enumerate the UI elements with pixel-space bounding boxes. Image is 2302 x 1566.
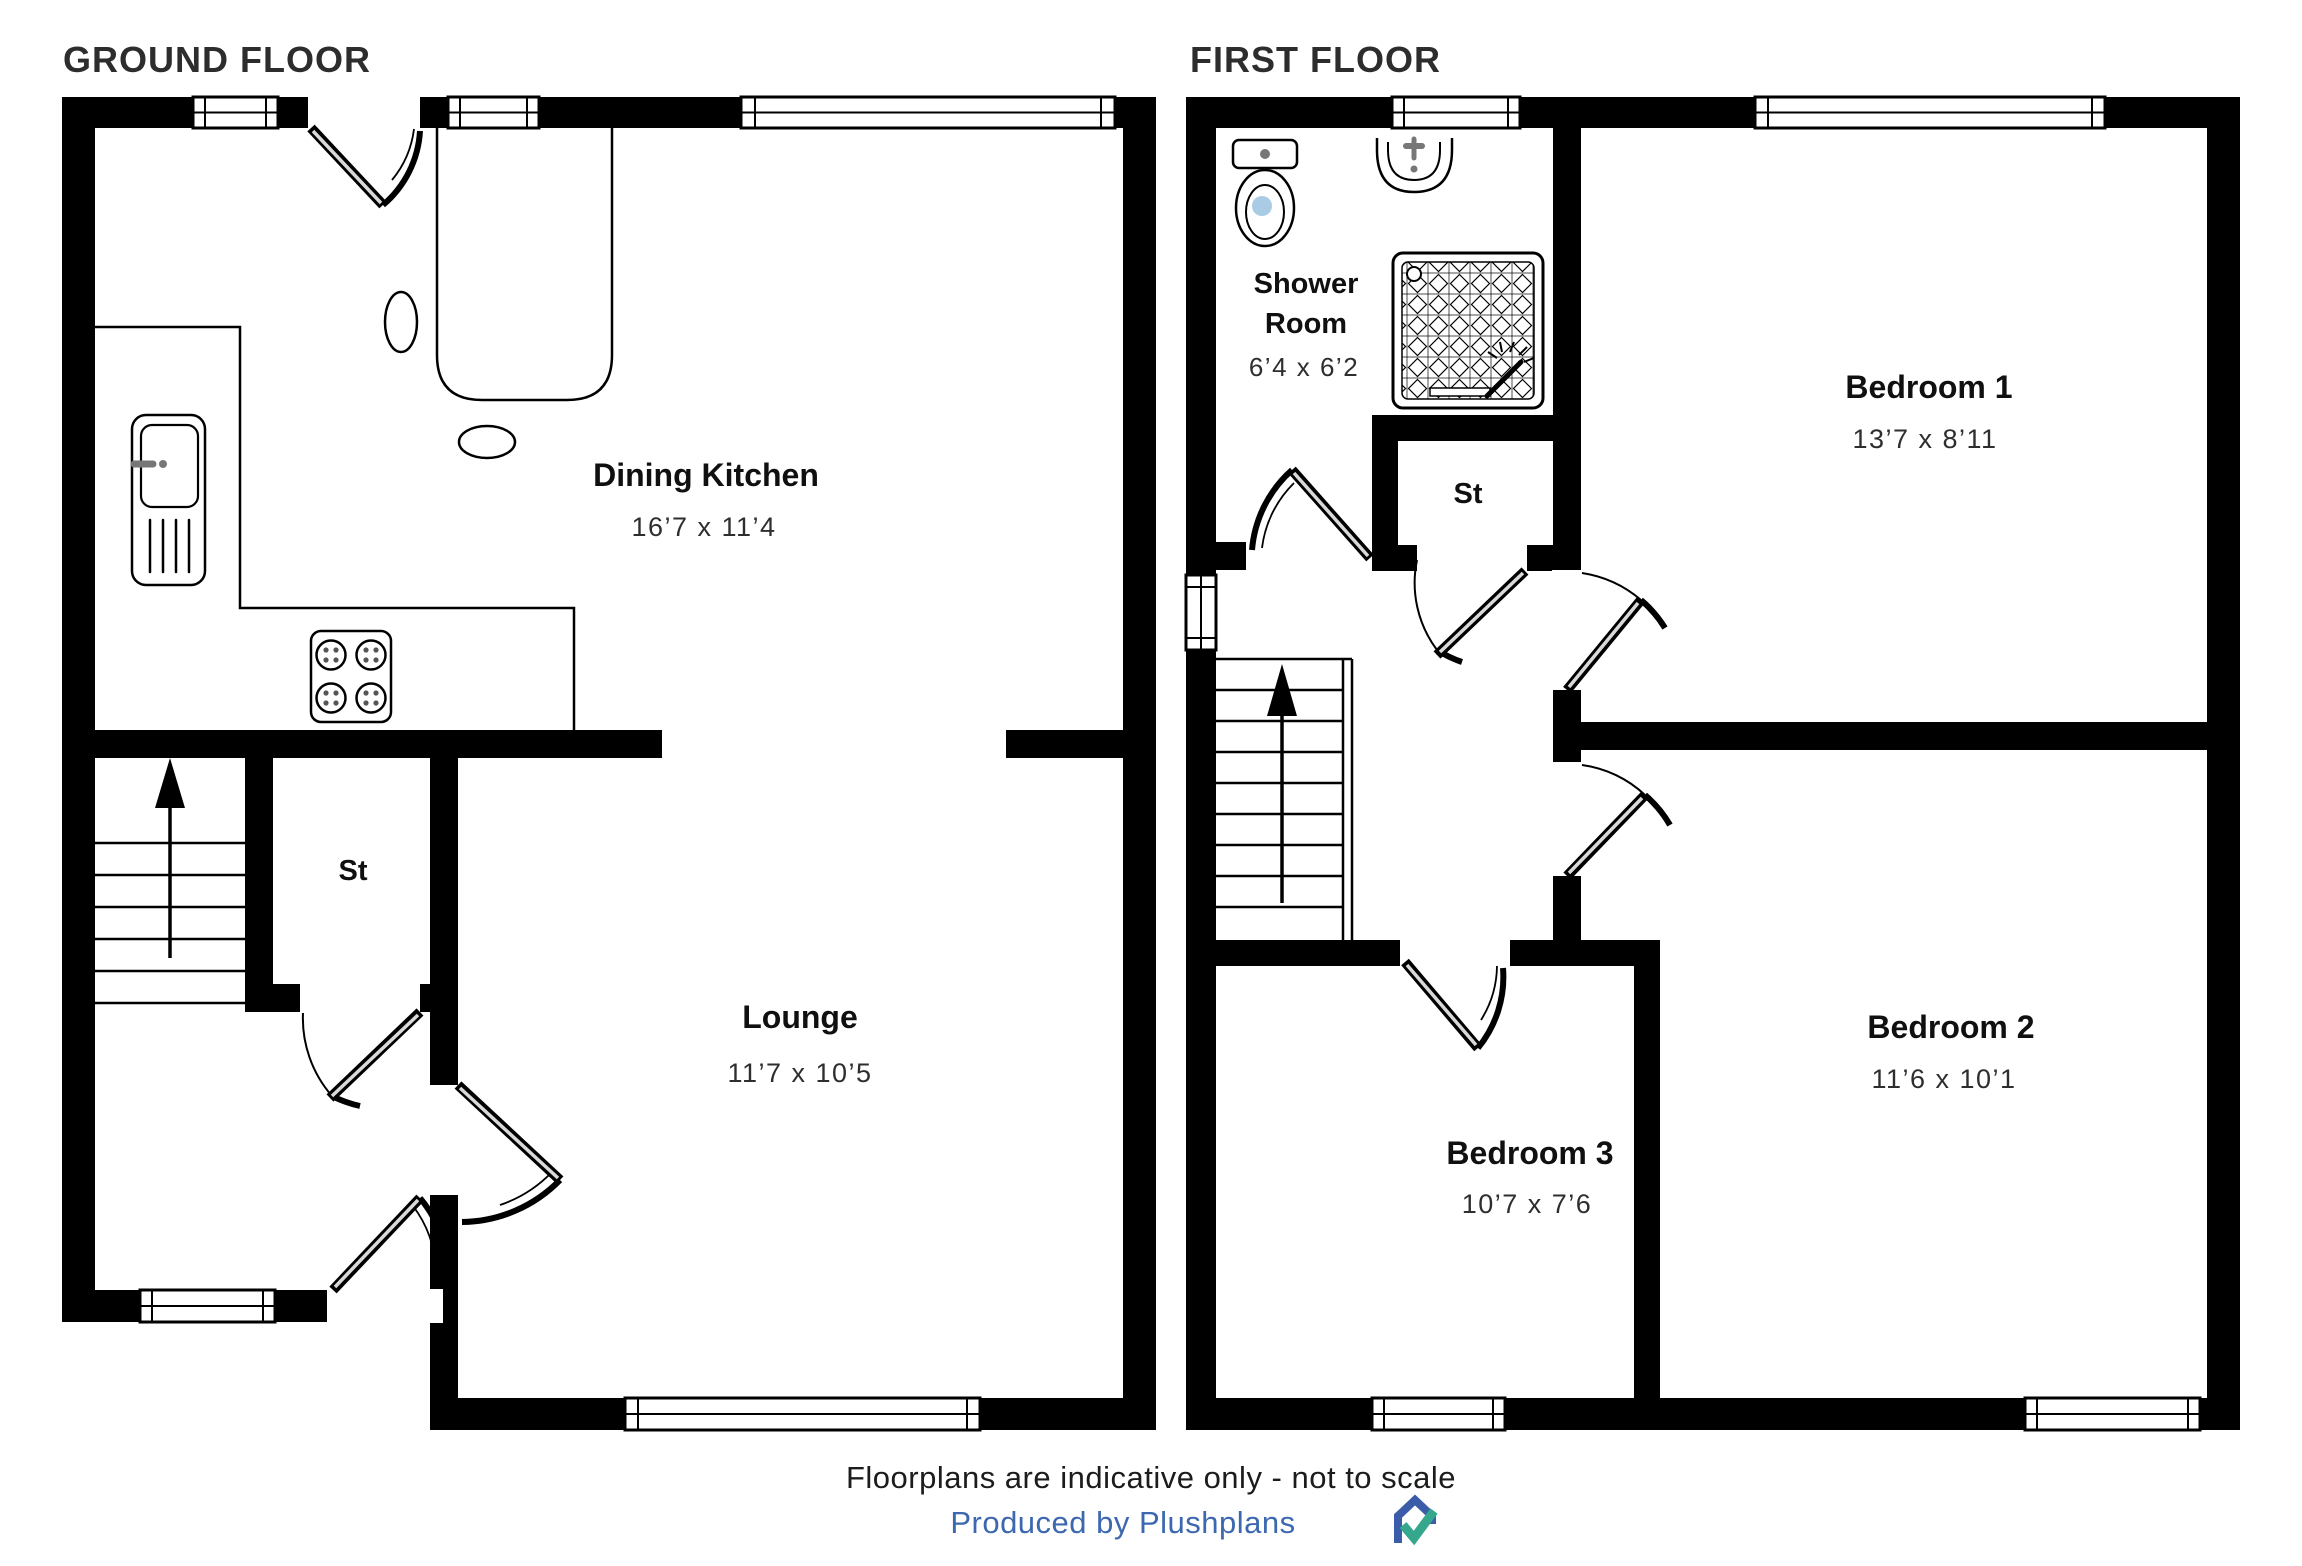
room-dims: 11’7 x 10’5: [727, 1058, 872, 1088]
storage-door-icon: [301, 1008, 424, 1109]
toilet-icon: [1231, 138, 1299, 248]
ground-floor-door-openings: [300, 96, 459, 1323]
storage-door-icon: [1413, 559, 1529, 665]
first-floor-walls: [1186, 97, 2240, 1430]
window: [138, 1288, 277, 1324]
disclaimer-text: Floorplans are indicative only - not to …: [846, 1460, 1456, 1495]
bedroom3-door-icon: [1401, 958, 1507, 1052]
room-dims: 16’7 x 11’4: [631, 512, 776, 542]
window: [446, 95, 541, 130]
bedroom2-door-icon: [1563, 764, 1673, 880]
basin-icon: [1375, 136, 1454, 194]
first-floor-fixtures: [1231, 136, 1545, 410]
tall-unit-icon: [435, 127, 614, 402]
first-floor-door-openings: [1400, 544, 1582, 967]
ground-floor-title: GROUND FLOOR: [63, 39, 371, 80]
room-dims: 10’7 x 7’6: [1462, 1189, 1593, 1219]
first-floor-stairs-icon: [1216, 657, 1354, 940]
window: [2023, 1396, 2202, 1432]
shower-head-icon: [1484, 341, 1535, 399]
ground-floor-stairs-icon: [95, 758, 245, 1005]
ground-floor-fixtures: [95, 127, 614, 730]
ground-floor-walls: [62, 97, 1156, 1430]
room-label: Bedroom 3: [1446, 1135, 1613, 1171]
ground-floor-plan: GROUND FLOOR: [62, 39, 1156, 1432]
room-dims: 6’4 x 6’2: [1249, 352, 1359, 382]
produced-by-text: Produced by Plushplans: [950, 1505, 1295, 1540]
first-floor-plan: FIRST FLOOR: [1184, 39, 2240, 1432]
window: [739, 95, 1117, 130]
lounge-door-icon: [454, 1081, 564, 1225]
front-door-icon: [329, 1194, 452, 1294]
ground-floor-windows: [138, 95, 1117, 1432]
up-arrow-icon: [155, 758, 185, 958]
room-label: Room: [1265, 308, 1347, 340]
first-floor-title: FIRST FLOOR: [1190, 39, 1441, 80]
bedroom1-door-icon: [1563, 572, 1668, 694]
room-label: St: [339, 855, 368, 887]
room-label: Bedroom 2: [1867, 1009, 2034, 1045]
room-dims: 11’6 x 10’1: [1871, 1064, 2016, 1094]
room-label: Bedroom 1: [1845, 369, 2012, 405]
hob-icon: [309, 629, 393, 724]
plushplans-logo-icon: [1394, 1494, 1438, 1546]
chair-icon: [383, 290, 419, 354]
window: [1390, 95, 1522, 130]
window: [1753, 95, 2107, 130]
chair-icon: [457, 424, 517, 460]
kitchen-sink-icon: [130, 413, 207, 587]
ground-floor-doors: [301, 124, 564, 1294]
room-label: Dining Kitchen: [593, 457, 819, 493]
back-door-icon: [307, 124, 423, 209]
first-floor-doors: [1249, 466, 1673, 1052]
window: [191, 95, 280, 130]
room-label: Shower: [1254, 268, 1359, 300]
room-dims: 13’7 x 8’11: [1852, 424, 1997, 454]
window: [1184, 573, 1218, 652]
footer: Floorplans are indicative only - not to …: [846, 1460, 1456, 1546]
first-floor-windows: [1184, 95, 2202, 1432]
window: [1370, 1396, 1507, 1432]
up-arrow-icon: [1267, 664, 1297, 903]
room-label: St: [1454, 478, 1483, 510]
shower-room-door-icon: [1249, 466, 1374, 562]
window: [623, 1396, 982, 1432]
shower-tray-icon: [1391, 251, 1545, 410]
room-label: Lounge: [742, 999, 858, 1035]
worktop-icon: [95, 325, 576, 730]
